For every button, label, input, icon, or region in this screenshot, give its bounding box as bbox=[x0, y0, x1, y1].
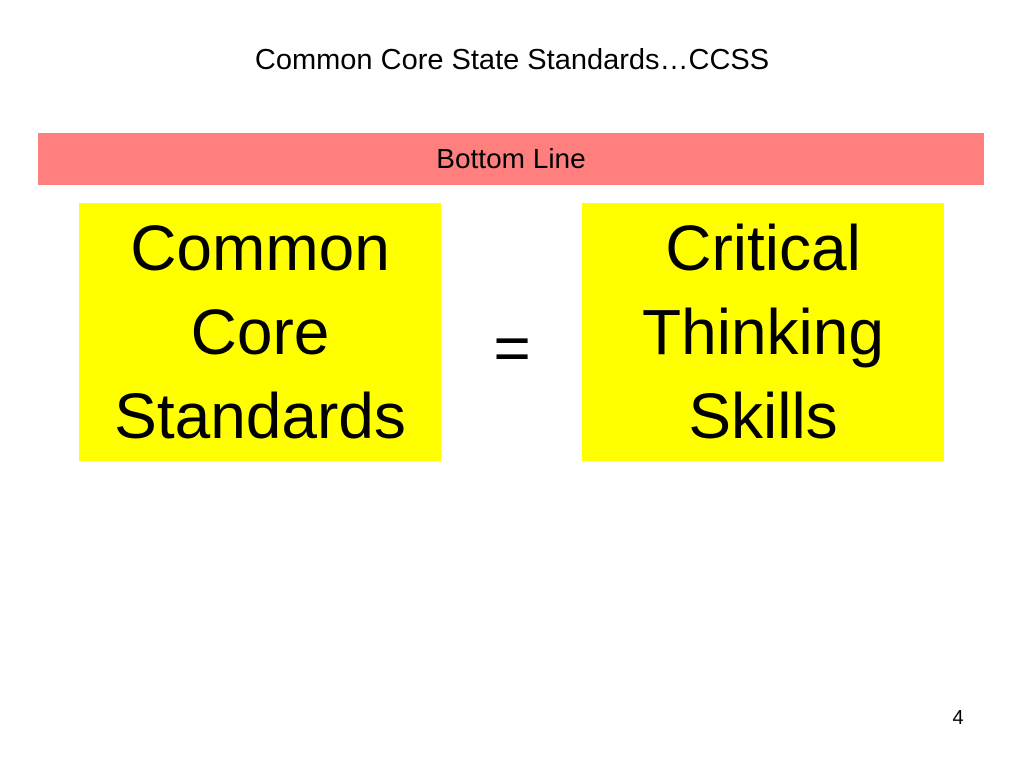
page-number: 4 bbox=[952, 707, 964, 729]
left-box-line-2: Core bbox=[190, 296, 330, 368]
banner-label: Bottom Line bbox=[436, 143, 586, 174]
left-box-line-3: Standards bbox=[114, 380, 406, 452]
right-box-line-1: Critical bbox=[665, 212, 861, 284]
slide-title: Common Core State Standards…CCSS bbox=[254, 44, 770, 76]
left-box-line-1: Common bbox=[130, 212, 390, 284]
bottom-line-banner: Bottom Line bbox=[38, 133, 984, 185]
equals-sign: = bbox=[493, 312, 531, 384]
common-core-standards-box: Common Core Standards bbox=[79, 203, 441, 461]
critical-thinking-skills-box: Critical Thinking Skills bbox=[582, 203, 944, 461]
right-box-line-3: Skills bbox=[688, 380, 838, 452]
right-box-line-2: Thinking bbox=[642, 296, 884, 368]
